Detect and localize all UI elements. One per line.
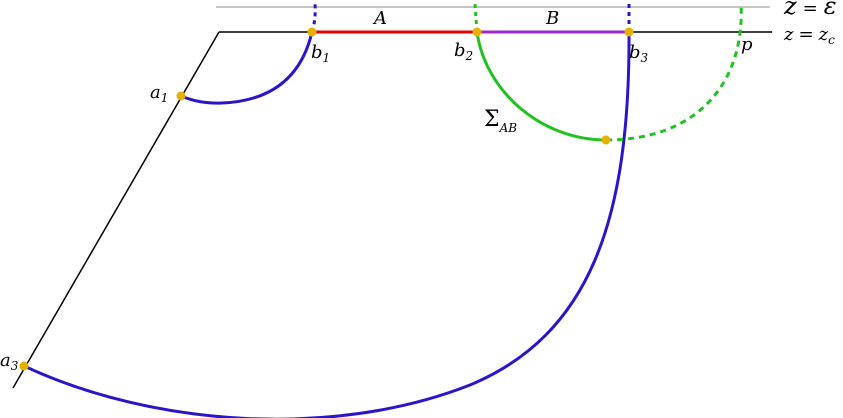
label-b2: b2 <box>454 40 473 63</box>
point-b1 <box>307 27 317 37</box>
surface-sigma-ab-dashed <box>605 3 743 142</box>
geodesic-a3-b3 <box>23 31 631 418</box>
point-b3 <box>624 27 634 37</box>
label-a3: a3 <box>0 350 19 373</box>
point-b2 <box>472 27 482 37</box>
label-p: p <box>741 34 753 55</box>
point-a1 <box>176 91 186 101</box>
surface-sigma-ab <box>475 31 607 142</box>
interval-b-label: B <box>545 8 559 29</box>
cutoff-equation: z=ε <box>783 0 837 20</box>
interval-a-label: A <box>372 8 387 29</box>
label-sigma-ab: ΣAB <box>484 107 517 135</box>
label-a1: a1 <box>150 82 168 105</box>
point-intersection <box>601 135 611 145</box>
label-b1: b1 <box>311 42 330 65</box>
geodesic-a1-b1 <box>180 31 314 105</box>
boundary-equation: z=zc <box>783 24 835 47</box>
point-a3 <box>19 361 29 371</box>
wedge-edge <box>12 31 220 389</box>
label-b3: b3 <box>629 42 649 65</box>
